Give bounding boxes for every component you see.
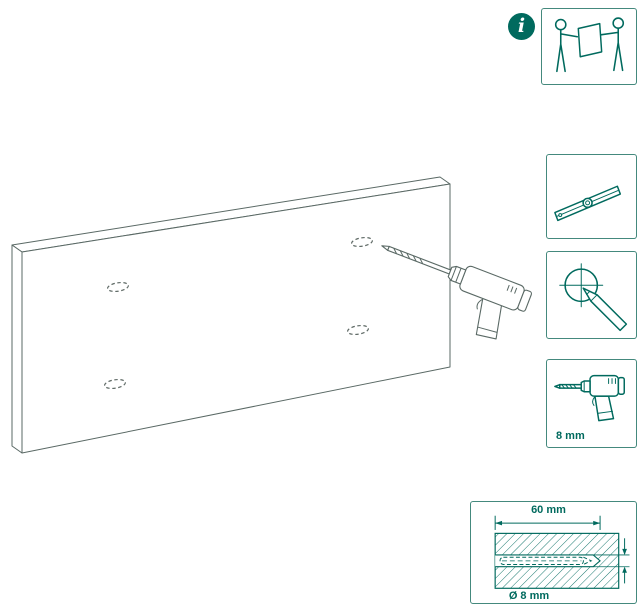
tool-box-spirit-level xyxy=(546,154,637,239)
carried-panel xyxy=(577,22,603,58)
spirit-level-icon xyxy=(554,185,622,222)
info-symbol: i xyxy=(517,15,526,37)
drill-hole-marker xyxy=(351,236,373,248)
person-right xyxy=(599,17,625,72)
wall-plug-dashed xyxy=(499,556,593,565)
tool-box-mark-holes xyxy=(546,251,637,339)
info-icon: i xyxy=(508,13,535,40)
power-drill-icon xyxy=(554,374,625,422)
depth-label: 60 mm xyxy=(531,504,566,516)
small-drill xyxy=(554,374,625,422)
diameter-dimension xyxy=(593,538,630,584)
wall-panel xyxy=(11,176,451,454)
power-drill xyxy=(381,245,533,340)
detail-view-box: 60 mm Ø 8 mm xyxy=(470,501,637,604)
two-person-carry-icon xyxy=(554,17,625,73)
tool-box-drill: 8 mm xyxy=(546,359,637,448)
two-person-lift-box xyxy=(541,8,637,85)
drilled-hole xyxy=(495,554,601,568)
pencil-mark-icon xyxy=(559,263,628,332)
depth-dimension xyxy=(494,515,601,530)
pencil xyxy=(582,287,628,332)
diameter-label: Ø 8 mm xyxy=(508,590,550,602)
hole-cross-section xyxy=(494,515,630,589)
drill-bit-size-label: 8 mm xyxy=(556,430,585,442)
person-left xyxy=(554,18,579,73)
